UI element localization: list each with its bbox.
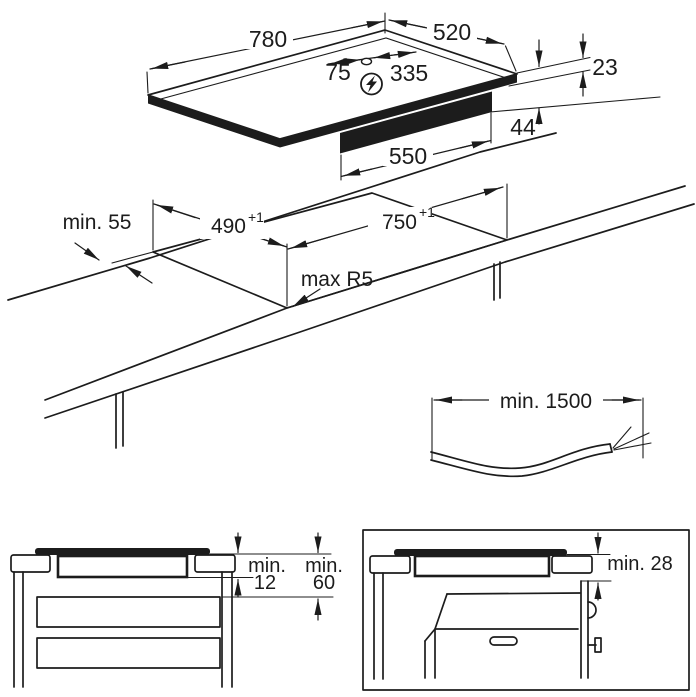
dimension-23: 23 (579, 33, 618, 97)
dimension-550: 550 (340, 112, 492, 181)
lightning-bolt-icon (366, 75, 377, 93)
hob-glass-bar-oven (394, 549, 567, 556)
dimension-min-55: min. 55 (63, 211, 153, 284)
power-cable-figure: min. 1500 (430, 389, 652, 478)
dim-75-label: 75 (325, 59, 351, 85)
drawer-installation-section: min. 12 min. 60 (10, 532, 343, 688)
worktop-cutout-opening (152, 192, 508, 309)
cutout-rear-edge-extension (111, 251, 154, 264)
cable-entry-point (360, 57, 373, 66)
hob-glass-surface (147, 29, 518, 140)
dimension-490: 490 +1 (152, 199, 288, 307)
oven-knob (587, 637, 602, 653)
oven-cable-grommet (587, 601, 597, 619)
min12-word: min. (248, 555, 286, 577)
oven-body (424, 580, 602, 679)
ext-glass-top (516, 56, 591, 74)
min12-value: 12 (254, 572, 276, 594)
dimension-min-12: min. 12 (234, 532, 286, 598)
cabinet-walls (13, 571, 233, 688)
cabinet-wall-left (373, 572, 384, 680)
worktop-rear-edge (7, 132, 557, 301)
hob-glass-edge-band (148, 74, 517, 148)
hob-glass-inner-edge (156, 37, 510, 101)
cable-length-label: min. 1500 (500, 390, 592, 413)
corner-radius-label: max R5 (301, 268, 373, 291)
worktop-section-left (10, 554, 51, 573)
dimension-780: 780 (146, 12, 386, 94)
hob-housing-box-section (56, 554, 189, 579)
corner-radius-annotation: max R5 (292, 268, 373, 308)
hob-housing-box-oven (413, 554, 551, 578)
dimension-75-335: 75 335 (325, 50, 428, 86)
cabinet-legs (115, 261, 501, 449)
oven-handle (489, 636, 518, 646)
dimension-520: 520 (388, 19, 517, 72)
cable-curve (430, 426, 652, 478)
ext-box-bottom (489, 96, 661, 113)
oven-installation-section: min. 28 (362, 529, 690, 691)
drawer-2 (36, 637, 221, 669)
section-frame (362, 529, 690, 691)
dimension-44: 44 (510, 39, 543, 140)
dim-335-label: 335 (390, 60, 428, 86)
worktop-cutout-view: min. 55 490 +1 750 +1 max R5 (7, 132, 695, 449)
dim-min55-label: min. 55 (63, 211, 132, 234)
hob-housing-box-3d (340, 91, 492, 154)
dim-490-label: 490 (211, 215, 246, 238)
min28-label: min. 28 (607, 553, 673, 575)
ext-glass-bottom (508, 69, 591, 87)
worktop-oven-left (369, 555, 411, 574)
dim-780-label: 780 (249, 26, 287, 52)
dim-750-tolerance: +1 (419, 204, 435, 220)
min60-word: min. (305, 555, 343, 577)
hob-glass-bar (35, 548, 210, 555)
min60-value: 60 (313, 572, 335, 594)
dimension-min-60: min. 60 (305, 532, 343, 621)
dimension-750: 750 +1 (287, 183, 508, 250)
dim-490-tolerance: +1 (248, 209, 264, 225)
dim-23-label: 23 (592, 54, 618, 80)
worktop-front-edge-top (44, 185, 686, 401)
worktop-oven-right (551, 555, 593, 574)
worktop-section-right (194, 554, 236, 573)
dim-550-label: 550 (389, 143, 427, 169)
dim-750-label: 750 (382, 211, 417, 234)
worktop-front-edge-bottom (44, 203, 695, 419)
cable-wire-ends (612, 426, 652, 451)
drawer-1 (36, 596, 221, 628)
power-connection-icon (360, 72, 383, 96)
dimension-min-28: min. 28 (594, 532, 673, 601)
dimension-min-1500: min. 1500 (431, 389, 644, 460)
hob-top-view: 780 520 75 335 (146, 12, 661, 181)
dim-44-label: 44 (510, 114, 536, 140)
dim-520-label: 520 (433, 19, 471, 45)
